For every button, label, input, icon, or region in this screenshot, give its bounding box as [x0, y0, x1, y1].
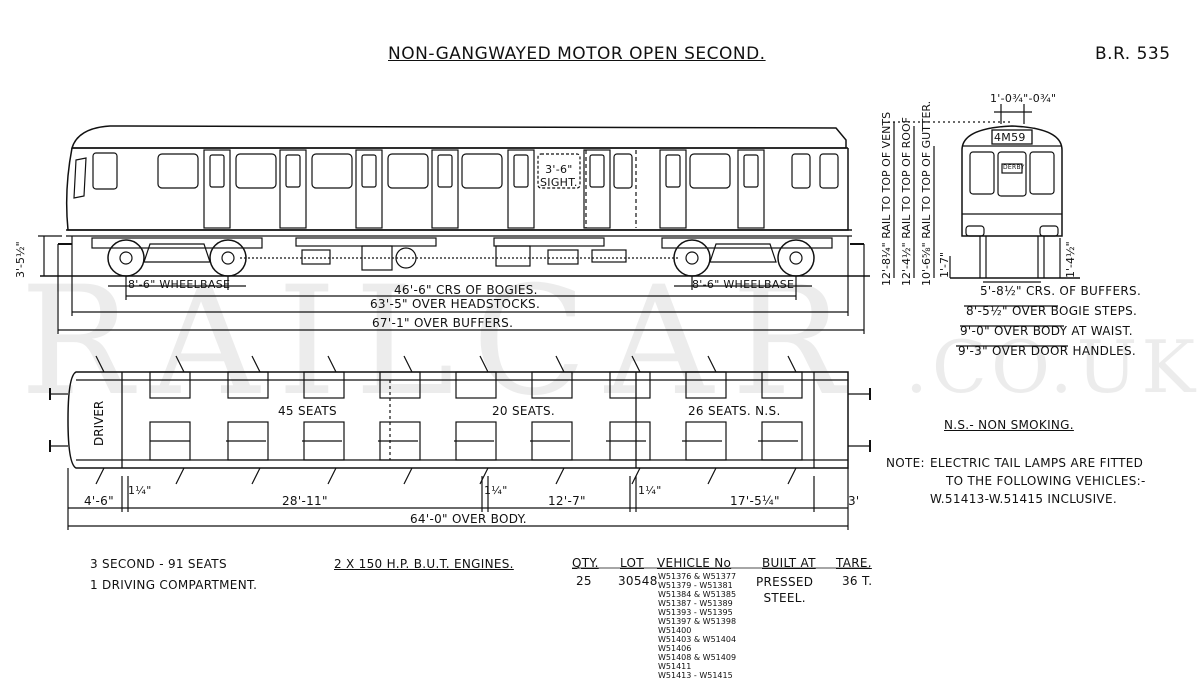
watermark-main: RAILCAR [20, 255, 863, 429]
bogie-centres-dim: 46'-6" CRS OF BOGIES. [394, 283, 538, 297]
built-at-value: PRESSED STEEL. [756, 575, 814, 605]
rail-to-roof-dim: 12'-4½" RAIL TO TOP OF ROOF [900, 117, 913, 286]
vehicle-row: W51413 - W51415 [658, 671, 733, 680]
wheelbase-left-dim: 8'-6" WHEELBASE [128, 278, 231, 291]
end-elevation [888, 104, 1080, 347]
vehicle-list: W51376 & W51377 W51379 - W51381 W51384 &… [658, 572, 736, 680]
body-waist-dim: 9'-0" OVER BODY AT WAIST. [960, 324, 1133, 338]
vehicle-row: W51397 & W51398 [658, 617, 737, 626]
over-body-dim: 64'-0" OVER BODY. [410, 512, 527, 526]
col-qty-header: QTY. [572, 556, 599, 570]
dim-cab: 4'-6" [84, 494, 114, 508]
vehicle-row: W51400 [658, 626, 692, 635]
watermark-suffix: .CO.UK [905, 325, 1200, 409]
vehicle-row: W51411 [658, 662, 692, 671]
note-line-1: ELECTRIC TAIL LAMPS ARE FITTED [930, 456, 1144, 470]
col-built-header: BUILT AT [762, 556, 816, 570]
qty-value: 25 [576, 574, 592, 588]
dim-gap-1: 1¼" [128, 484, 152, 497]
vehicle-row: W51379 - W51381 [658, 581, 733, 590]
col-vehicle-header: VEHICLE No [657, 556, 732, 570]
vehicle-row: W51403 & W51404 [658, 635, 737, 644]
lot-value: 30548 [618, 574, 658, 588]
seats-26-label: 26 SEATS. N.S. [688, 404, 781, 418]
col-tare-header: TARE. [836, 556, 872, 570]
drawing-code: B.R. 535 [1095, 44, 1171, 64]
sight-label: 3'-6" SIGHT. [540, 163, 578, 189]
side-height-dim: 3'-5½" [14, 241, 27, 278]
seats-45-label: 45 SEATS [278, 404, 337, 418]
tare-value: 36 T. [842, 574, 873, 588]
dim-saloon-1: 28'-11" [282, 494, 328, 508]
non-smoking-note: N.S.- NON SMOKING. [944, 418, 1074, 432]
plan-view [49, 355, 871, 530]
note-line-3: W.51413-W.51415 INCLUSIVE. [930, 492, 1117, 506]
note-prefix: NOTE: [886, 456, 925, 470]
col-lot-header: LOT [620, 556, 644, 570]
side-elevation [38, 125, 870, 334]
vehicle-row: W51408 & W51409 [658, 653, 737, 662]
buffers-dim: 67'-1" OVER BUFFERS. [372, 316, 514, 330]
end-top-dims: 1'-0¾"-0¾" [990, 92, 1057, 105]
dim-saloon-3: 17'-5¼" [730, 494, 780, 508]
dim-end: 3' [848, 494, 860, 508]
seats-20-label: 20 SEATS. [492, 404, 556, 418]
driver-label: DRIVER [92, 400, 106, 446]
vehicle-row: W51393 - W51395 [658, 608, 733, 617]
door-handles-dim: 9'-3" OVER DOOR HANDLES. [958, 344, 1137, 358]
dim-gap-2: 1¼" [484, 484, 508, 497]
end-low-dim: 1'-7" [938, 251, 951, 278]
vehicle-row: W51406 [658, 644, 692, 653]
dim-saloon-2: 12'-7" [548, 494, 586, 508]
note-line-2: TO THE FOLLOWING VEHICLES:- [946, 474, 1146, 488]
engines-summary: 2 X 150 H.P. B.U.T. ENGINES. [334, 557, 514, 571]
destination-blind: DERBY [1003, 164, 1025, 171]
vehicle-row: W51384 & W51385 [658, 590, 737, 599]
rail-to-gutter-dim: 10'-6⅝" RAIL TO TOP OF GUTTER. [920, 100, 933, 286]
vehicle-row: W51376 & W51377 [658, 572, 737, 581]
bogie-steps-dim: 8'-5½" OVER BOGIE STEPS. [966, 304, 1138, 318]
compartment-summary: 1 DRIVING COMPARTMENT. [90, 578, 258, 592]
vehicle-row: W51387 - W51389 [658, 599, 733, 608]
drawing-title: NON-GANGWAYED MOTOR OPEN SECOND. [388, 44, 766, 64]
crs-of-buffers-dim: 5'-8½" CRS. OF BUFFERS. [980, 284, 1142, 298]
buffer-height-dim: 1'-4½" [1064, 241, 1077, 278]
rail-to-vents-dim: 12'-8¼" RAIL TO TOP OF VENTS [880, 111, 893, 286]
wheelbase-right-dim: 8'-6" WHEELBASE [692, 278, 795, 291]
headcode-box: 4M59 [994, 131, 1026, 144]
dim-gap-3: 1¼" [638, 484, 662, 497]
seat-summary: 3 SECOND - 91 SEATS [90, 557, 227, 571]
headstocks-dim: 63'-5" OVER HEADSTOCKS. [370, 297, 541, 311]
